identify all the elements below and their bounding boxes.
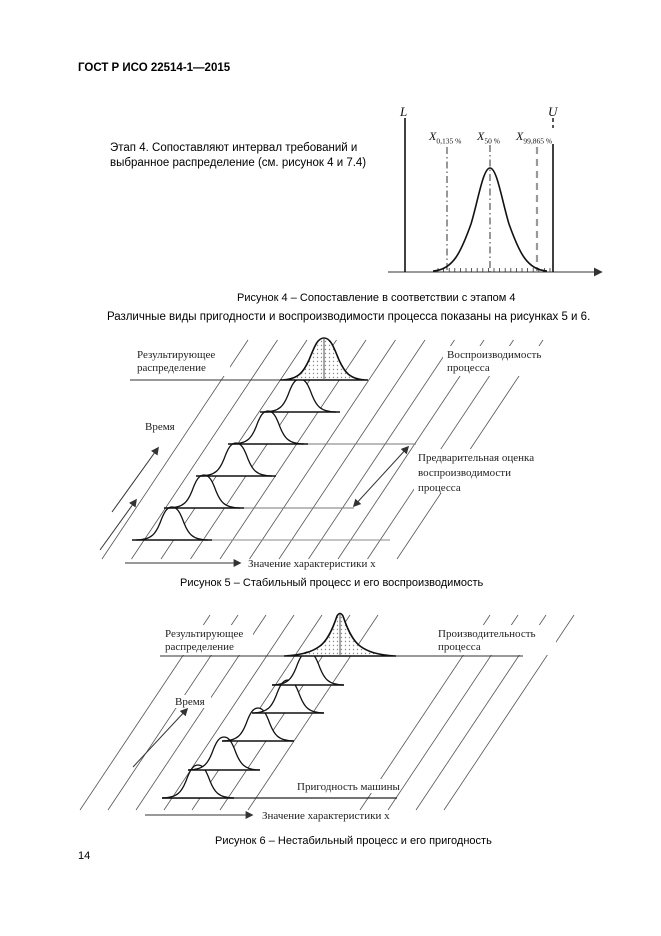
time-arrow-2 <box>99 498 137 551</box>
label-bg <box>293 779 397 793</box>
time-arrow-1 <box>111 446 159 513</box>
figure6-caption: Рисунок 6 – Нестабильный процесс и его п… <box>215 835 492 847</box>
time-label: Время <box>145 421 175 433</box>
prelim-range-arrow <box>352 445 410 508</box>
prelim-estimate-label-3: процесса <box>418 482 461 494</box>
time-arrow <box>132 707 189 768</box>
resulting-distribution-curve <box>283 612 397 657</box>
step4-text: Этап 4. Сопоставляют интервал требований… <box>110 141 366 171</box>
upper-limit-label: U <box>548 104 559 119</box>
resulting-distribution-label-1: Результирующее <box>165 628 243 640</box>
label-bg <box>171 695 211 708</box>
sample-distribution-4 <box>228 410 308 445</box>
sample-distribution-5 <box>271 651 345 686</box>
process-performance-label-1: Производительность <box>438 628 536 640</box>
label-bg <box>434 625 556 655</box>
figure4-distribution-vs-limits: L U X0,135 % X50 % X99,865 % <box>388 104 603 277</box>
figure6-unstable-process: Результирующее распределение Производите… <box>79 612 575 822</box>
lower-limit-label: L <box>399 104 407 119</box>
resulting-distribution-curve <box>279 337 369 381</box>
label-bg <box>414 449 560 493</box>
resulting-distribution-label-2: распределение <box>137 362 206 374</box>
x-axis-label: Значение характеристики x <box>262 810 390 822</box>
sample-distribution-3 <box>196 442 276 477</box>
normal-curve <box>432 167 548 272</box>
body-paragraph: Различные виды пригодности и воспроизвод… <box>107 311 591 323</box>
machine-capability-label: Пригодность машины <box>297 781 400 793</box>
step4-line2: выбранное распределение (см. рисунок 4 и… <box>110 157 367 169</box>
page-number: 14 <box>78 850 91 862</box>
axis-ticks <box>437 268 551 272</box>
label-bg <box>161 625 253 655</box>
figure5-caption: Рисунок 5 – Стабильный процесс и его вос… <box>180 577 484 589</box>
quantile-0135-label: X0,135 % <box>428 129 461 146</box>
document-header: ГОСТ Р ИСО 22514-1—2015 <box>78 62 231 74</box>
x-axis-label: Значение характеристики x <box>248 558 376 570</box>
quantile-99865-label: X99,865 % <box>515 129 552 146</box>
process-performance-label-2: процесса <box>438 641 481 653</box>
process-capability-label-1: Воспроизводимость <box>447 349 541 361</box>
label-bg <box>142 419 180 432</box>
sample-distribution-2 <box>164 474 244 509</box>
sample-distribution-5 <box>260 378 340 413</box>
label-bg <box>134 346 230 376</box>
resulting-distribution-label-2: распределение <box>165 641 234 653</box>
quantile-50-label: X50 % <box>476 129 500 146</box>
sample-distribution-2 <box>187 736 261 771</box>
figure4-caption: Рисунок 4 – Сопоставление в соответствии… <box>237 292 516 304</box>
step4-line1: Этап 4. Сопоставляют интервал требований… <box>110 142 358 154</box>
prelim-estimate-label-2: воспроизводимости <box>418 467 511 479</box>
time-label: Время <box>175 696 205 708</box>
resulting-distribution-label-1: Результирующее <box>137 349 215 361</box>
process-capability-label-2: процесса <box>447 362 490 374</box>
label-bg <box>443 346 555 376</box>
sample-distribution-1 <box>132 506 212 541</box>
prelim-estimate-label-1: Предварительная оценка <box>418 452 534 464</box>
figure5-stable-process: Результирующее распределение Воспроизвод… <box>99 337 560 570</box>
